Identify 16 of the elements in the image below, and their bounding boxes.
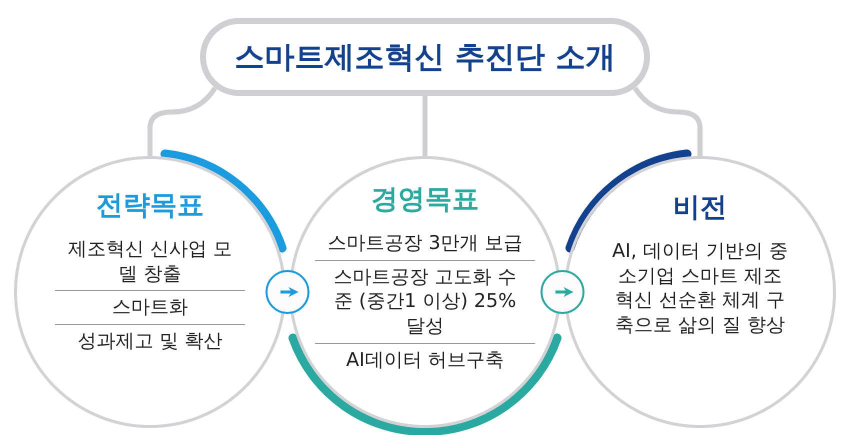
circle-heading: 전략목표	[96, 189, 204, 223]
arrow	[556, 287, 574, 297]
goal-text: AI데이터 허브구축	[345, 348, 505, 373]
title-text: 스마트제조혁신 추진단 소개	[234, 38, 616, 76]
goal-text: AI, 데이터 기반의 중소기업 스마트 제조혁신 선순환 체계 구축으로 삶의 질 향상	[611, 239, 789, 338]
goal-text: 스마트화	[111, 295, 189, 320]
goal-text: 제조혁신 신사업 모델 창출	[66, 237, 234, 287]
connector-line	[632, 86, 702, 156]
connector-line	[422, 96, 428, 156]
circle-heading: 비전	[673, 191, 727, 225]
arrow	[280, 287, 298, 297]
goal-text: 스마트공장 3만개 보급	[326, 231, 524, 256]
connector-line	[148, 86, 218, 156]
goal-text: 스마트공장 고도화 수준 (중간1 이상) 25%달성	[332, 264, 518, 340]
circle-heading: 경영목표	[371, 183, 479, 217]
goal-text: 성과제고 및 확산	[76, 329, 224, 354]
